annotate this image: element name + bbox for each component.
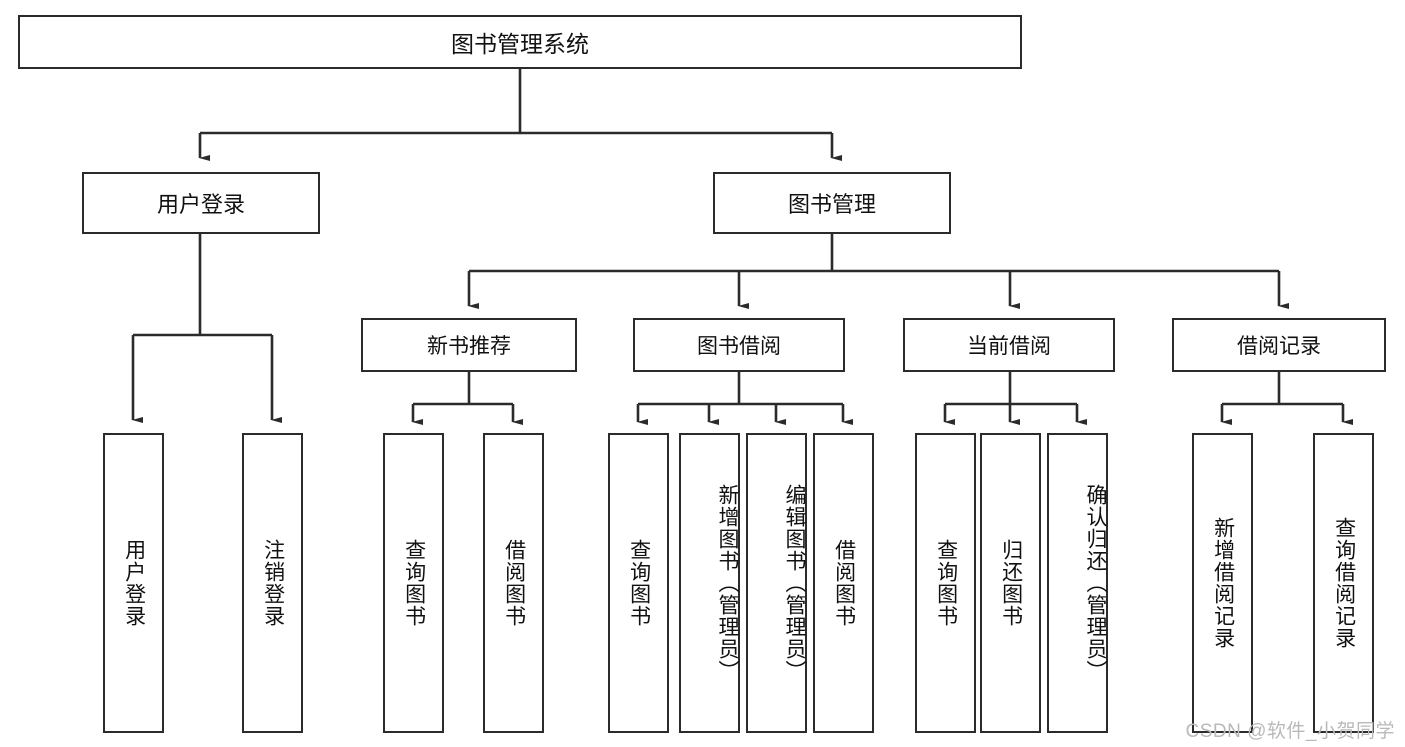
leaf-book-borrow-borrow-book[interactable]: 借阅图书 xyxy=(813,433,874,733)
node-book-borrow[interactable]: 图书借阅 xyxy=(633,318,845,372)
node-user-login[interactable]: 用户登录 xyxy=(82,172,320,234)
leaf-user-login-login[interactable]: 用户登录 xyxy=(103,433,164,733)
leaf-book-borrow-edit-book-admin[interactable]: 编辑图书（管理员） xyxy=(746,433,807,733)
watermark-text: CSDN @软件_小贺同学 xyxy=(1185,721,1395,742)
node-borrow-records[interactable]: 借阅记录 xyxy=(1172,318,1386,372)
leaf-new-book-borrow-book[interactable]: 借阅图书 xyxy=(483,433,544,733)
leaf-borrow-records-add-record[interactable]: 新增借阅记录 xyxy=(1192,433,1253,733)
leaf-current-borrow-query-book[interactable]: 查询图书 xyxy=(915,433,976,733)
node-current-borrow[interactable]: 当前借阅 xyxy=(903,318,1115,372)
node-root[interactable]: 图书管理系统 xyxy=(18,15,1022,69)
leaf-book-borrow-add-book-admin[interactable]: 新增图书（管理员） xyxy=(679,433,740,733)
node-book-management[interactable]: 图书管理 xyxy=(713,172,951,234)
leaf-book-borrow-query-book[interactable]: 查询图书 xyxy=(608,433,669,733)
leaf-current-borrow-return-book[interactable]: 归还图书 xyxy=(980,433,1041,733)
leaf-new-book-query-book[interactable]: 查询图书 xyxy=(383,433,444,733)
leaf-current-borrow-confirm-return-admin[interactable]: 确认归还（管理员） xyxy=(1047,433,1108,733)
leaf-borrow-records-query-record[interactable]: 查询借阅记录 xyxy=(1313,433,1374,733)
leaf-user-login-logout[interactable]: 注销登录 xyxy=(242,433,303,733)
node-new-book-recommend[interactable]: 新书推荐 xyxy=(361,318,577,372)
